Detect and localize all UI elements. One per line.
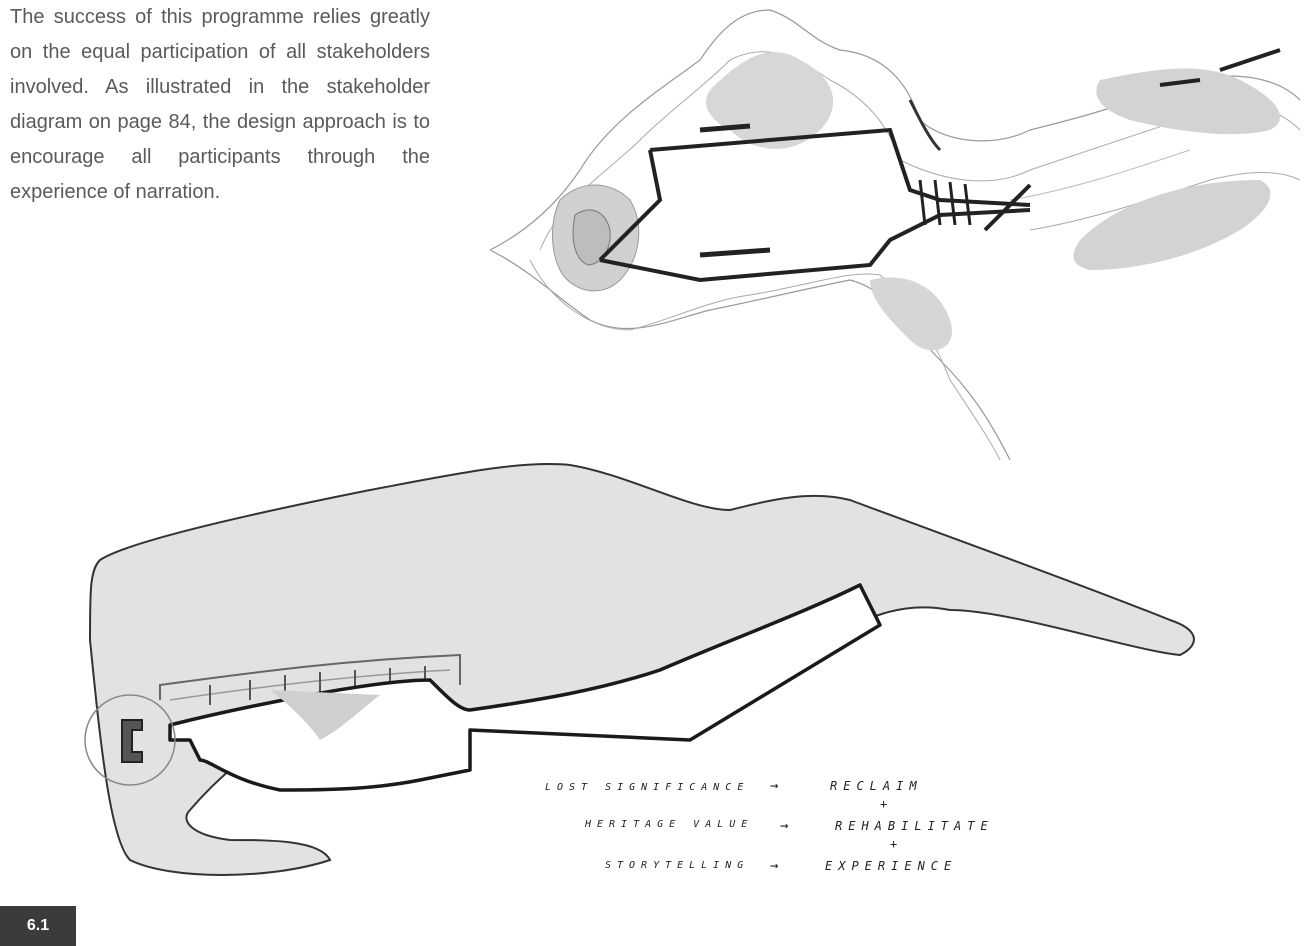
note-lost-significance: LOST SIGNIFICANCE [545, 782, 749, 793]
note-reclaim: RECLAIM [830, 779, 923, 793]
figure-label: 6.1 [0, 906, 76, 946]
note-heritage-value: HERITAGE VALUE [584, 819, 753, 830]
note-arrow-1: → [770, 778, 784, 794]
note-rehabilitate: REHABILITATE [835, 819, 994, 833]
note-experience: EXPERIENCE [825, 859, 957, 873]
site-plan-sketch: LOST SIGNIFICANCE → RECLAIM + HERITAGE V… [70, 440, 1220, 920]
site-contour-sketch [470, 0, 1310, 460]
note-storytelling: STORYTELLING [605, 860, 749, 871]
note-plus-1: + [880, 797, 893, 811]
note-arrow-2: → [780, 818, 794, 834]
intro-paragraph: The success of this programme relies gre… [10, 0, 430, 210]
note-plus-2: + [890, 837, 903, 851]
note-arrow-3: → [770, 858, 784, 874]
